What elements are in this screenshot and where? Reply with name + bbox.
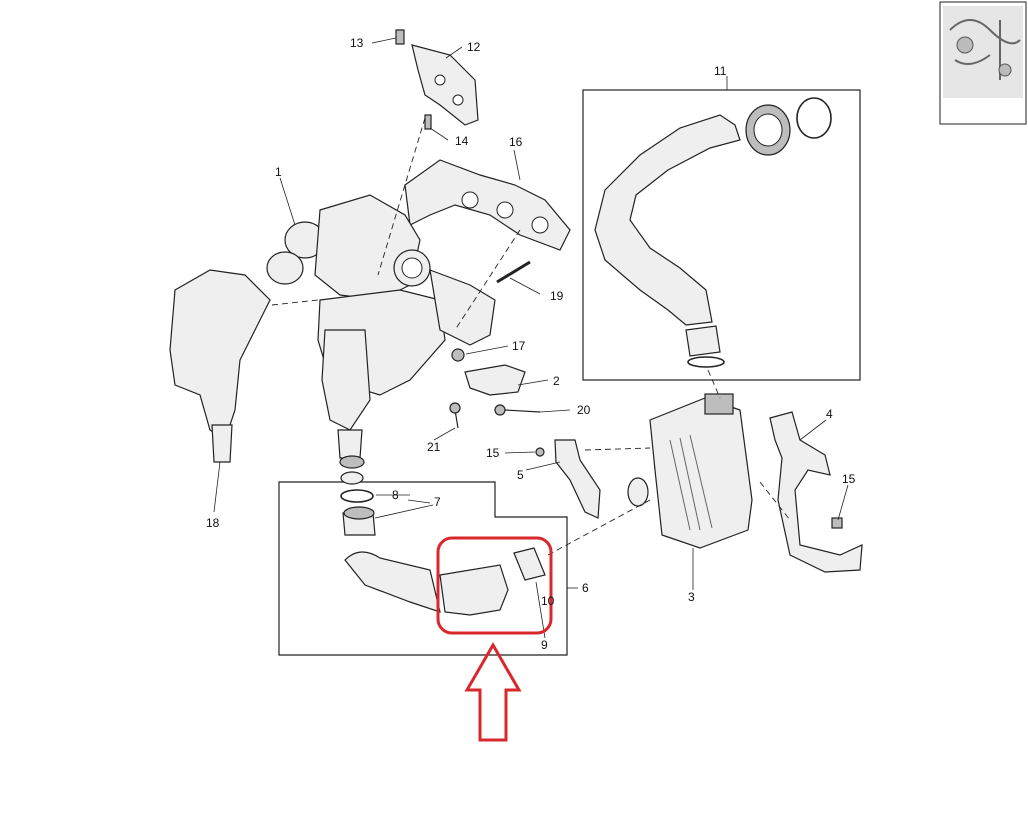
callout-8: 8 (392, 488, 399, 502)
callout-13: 13 (350, 36, 364, 50)
part-group-6-hose (340, 489, 546, 616)
highlight-box (436, 536, 553, 635)
group-11-box (582, 89, 861, 381)
callout-4: 4 (826, 407, 833, 421)
callout-labels: 13 12 14 16 1 19 17 2 20 21 15 5 18 8 7 … (206, 36, 856, 652)
part-bracket-12 (395, 29, 479, 130)
part-hose-11 (594, 97, 832, 368)
callout-20: 20 (577, 403, 591, 417)
callout-5: 5 (517, 468, 524, 482)
part-turbocharger-1 (266, 194, 496, 485)
callout-7: 7 (434, 495, 441, 509)
callout-2: 2 (553, 374, 560, 388)
callout-6: 6 (582, 581, 589, 595)
dashed-leaders (271, 117, 791, 556)
leader-lines (213, 37, 849, 639)
part-hardware-cluster (449, 260, 541, 429)
part-heat-shield-16 (404, 159, 571, 251)
callout-9: 9 (541, 638, 548, 652)
part-intercooler-3 (627, 393, 753, 549)
part-heat-shield-18 (169, 269, 271, 463)
callout-21: 21 (427, 440, 441, 454)
callout-11: 11 (714, 64, 727, 78)
group-6-box (278, 481, 568, 656)
callout-18: 18 (206, 516, 220, 530)
callout-1: 1 (275, 165, 282, 179)
callout-3: 3 (688, 590, 695, 604)
callout-12: 12 (467, 40, 481, 54)
callout-15-right: 15 (842, 472, 856, 486)
part-bracket-4 (769, 411, 863, 573)
callout-17: 17 (512, 339, 526, 353)
thumbnail-overview[interactable] (939, 1, 1027, 125)
highlight-annotation (436, 536, 553, 742)
highlight-arrow-up-icon (464, 642, 522, 742)
callout-15-left: 15 (486, 446, 500, 460)
callout-10: 10 (541, 594, 555, 608)
part-bracket-5 (535, 439, 601, 519)
callout-14: 14 (455, 134, 469, 148)
callout-19: 19 (550, 289, 564, 303)
callout-16: 16 (509, 135, 523, 149)
